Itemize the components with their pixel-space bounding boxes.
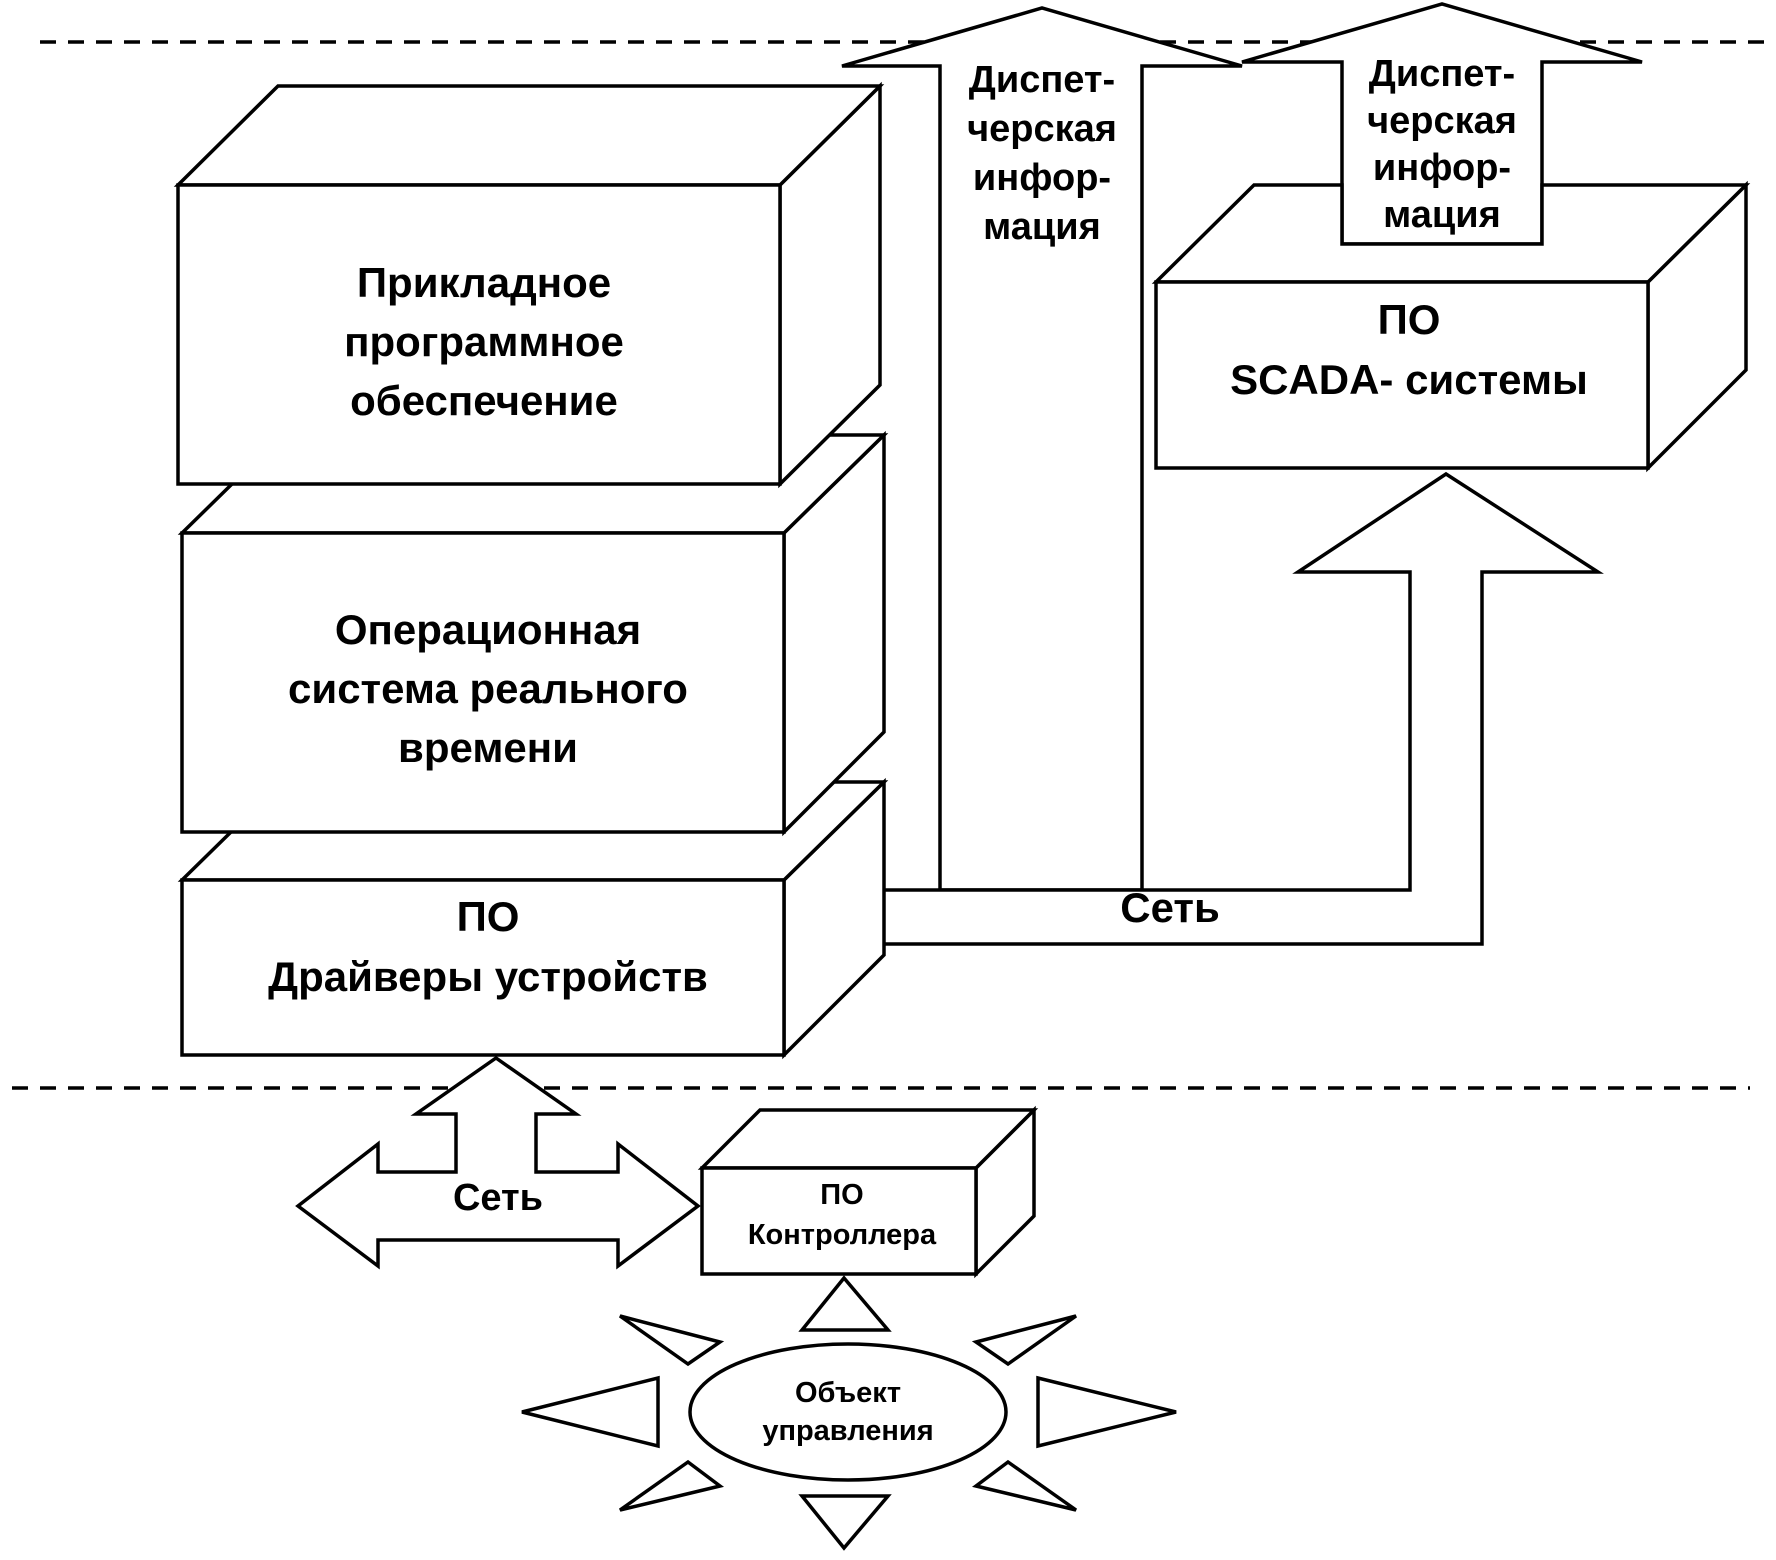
applied-line-2: программное	[344, 318, 624, 365]
ray-left	[521, 1375, 660, 1449]
dispatch-right-line-2: черская	[1367, 100, 1517, 142]
ray-lower-right	[971, 1459, 1078, 1512]
ray-upper-right	[971, 1314, 1078, 1367]
scada-line-2: SCADA- системы	[1230, 356, 1588, 403]
control-object: Объект управления	[521, 1275, 1177, 1551]
dispatch-left-line-4: мация	[983, 206, 1101, 248]
rtos-box: Операционная система реального времени	[177, 430, 889, 837]
rtos-line-1: Операционная	[335, 606, 641, 653]
applied-line-3: обеспечение	[350, 377, 618, 424]
ray-upper-left	[618, 1314, 725, 1367]
scada-line-1: ПО	[1378, 296, 1441, 343]
control-object-line-2: управления	[762, 1415, 933, 1447]
rtos-line-2: система реального	[288, 665, 688, 712]
applied-line-1: Прикладное	[357, 259, 611, 306]
ray-right	[1036, 1375, 1177, 1449]
controller-line-2: Контроллера	[748, 1219, 937, 1251]
control-object-ellipse	[688, 1342, 1008, 1482]
network-top-label: Сеть	[1120, 884, 1220, 931]
ray-up	[798, 1275, 892, 1332]
drivers-line-1: ПО	[457, 893, 520, 940]
controller-box: ПО Контроллера	[697, 1105, 1039, 1279]
controller-line-1: ПО	[820, 1179, 863, 1211]
network-bus-top: Сеть	[846, 471, 1604, 946]
ray-lower-left	[618, 1459, 725, 1512]
rtos-line-3: времени	[398, 724, 578, 771]
dispatch-left-line-3: инфор-	[973, 157, 1111, 199]
network-bottom-label: Сеть	[453, 1177, 543, 1219]
dispatch-left-line-1: Диспет-	[969, 59, 1115, 101]
dispatch-right-line-3: инфор-	[1373, 147, 1511, 189]
network-arrow-bottom: Сеть	[295, 1055, 701, 1270]
dispatch-left-line-2: черская	[967, 108, 1117, 150]
scada-box: ПО SCADA- системы	[1151, 180, 1751, 473]
dispatch-right-line-4: мация	[1383, 194, 1501, 236]
dispatch-right-line-1: Диспет-	[1369, 53, 1515, 95]
applied-software-box: Прикладное программное обеспечение	[173, 81, 885, 489]
control-object-line-1: Объект	[795, 1377, 901, 1409]
dispatch-info-arrow-left: Диспет- черская инфор- мация	[841, 6, 1243, 892]
ray-down	[798, 1494, 892, 1551]
drivers-line-2: Драйверы устройств	[268, 953, 708, 1000]
